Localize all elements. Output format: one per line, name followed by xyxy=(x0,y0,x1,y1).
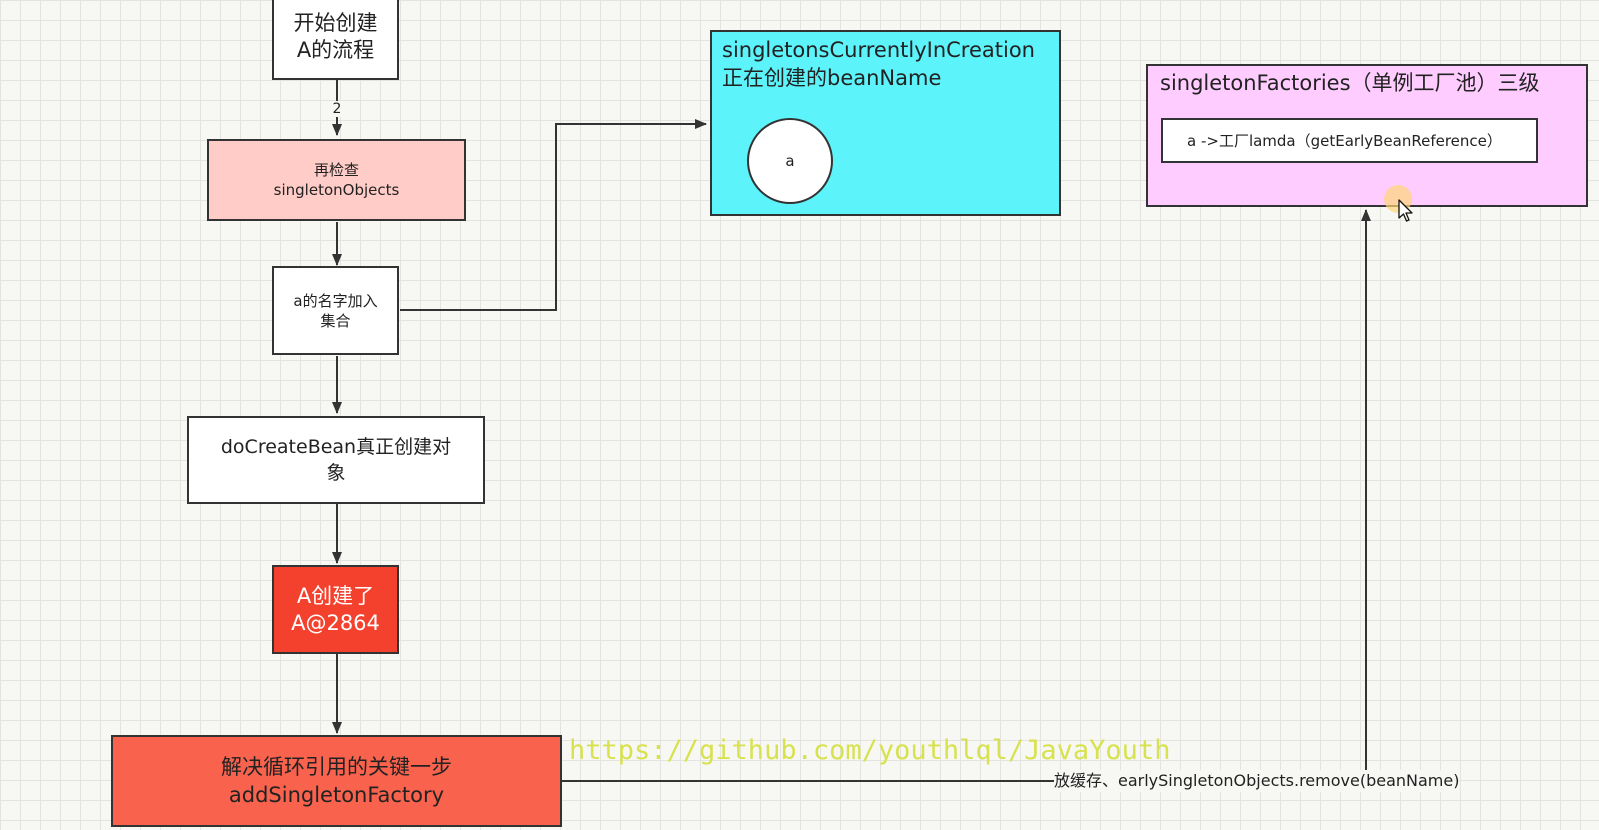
singleton-factories-box[interactable]: singletonFactories（单例工厂池）三级 a ->工厂lamda（… xyxy=(1146,64,1588,207)
add-singleton-factory-node[interactable]: 解决循环引用的关键一步 addSingletonFactory xyxy=(111,735,562,827)
start-a-node[interactable]: 开始创建 A的流程 xyxy=(272,0,399,80)
singleton-factories-title: singletonFactories（单例工厂池）三级 xyxy=(1160,71,1540,95)
edge-label-2: 2 xyxy=(330,101,344,117)
recheck-node[interactable]: 再检查 singletonObjects xyxy=(207,139,466,221)
mouse-pointer-icon xyxy=(1398,199,1413,222)
edge-addname-to-creation-set xyxy=(400,119,707,311)
factory-entry-label: a ->工厂lamda（getEarlyBeanReference） xyxy=(1187,132,1502,150)
recheck-label: 再检查 singletonObjects xyxy=(273,161,400,199)
add-name-label: a的名字加入 集合 xyxy=(293,291,378,330)
start-a-label: 开始创建 A的流程 xyxy=(293,11,378,62)
edge-label-cache: 放缓存、earlySingletonObjects.remove(beanNam… xyxy=(1054,770,1460,792)
currently-in-creation-title: singletonsCurrentlyInCreation 正在创建的beanN… xyxy=(722,38,1035,90)
a-created-label: A创建了 A@2864 xyxy=(291,583,380,635)
factory-entry-a[interactable]: a ->工厂lamda（getEarlyBeanReference） xyxy=(1161,118,1538,163)
edge-keystep-to-factories xyxy=(562,209,1371,782)
a-created-node[interactable]: A创建了 A@2864 xyxy=(272,565,399,654)
do-create-bean-label: doCreateBean真正创建对 象 xyxy=(220,436,452,484)
bean-a-circle[interactable]: a xyxy=(747,118,833,204)
watermark-url: https://github.com/youthlql/JavaYouth xyxy=(569,735,1171,766)
bean-a-label: a xyxy=(785,152,795,170)
do-create-bean-node[interactable]: doCreateBean真正创建对 象 xyxy=(187,416,485,504)
currently-in-creation-box[interactable]: singletonsCurrentlyInCreation 正在创建的beanN… xyxy=(710,30,1061,216)
add-name-node[interactable]: a的名字加入 集合 xyxy=(272,266,399,355)
add-singleton-factory-label: 解决循环引用的关键一步 addSingletonFactory xyxy=(221,755,452,807)
